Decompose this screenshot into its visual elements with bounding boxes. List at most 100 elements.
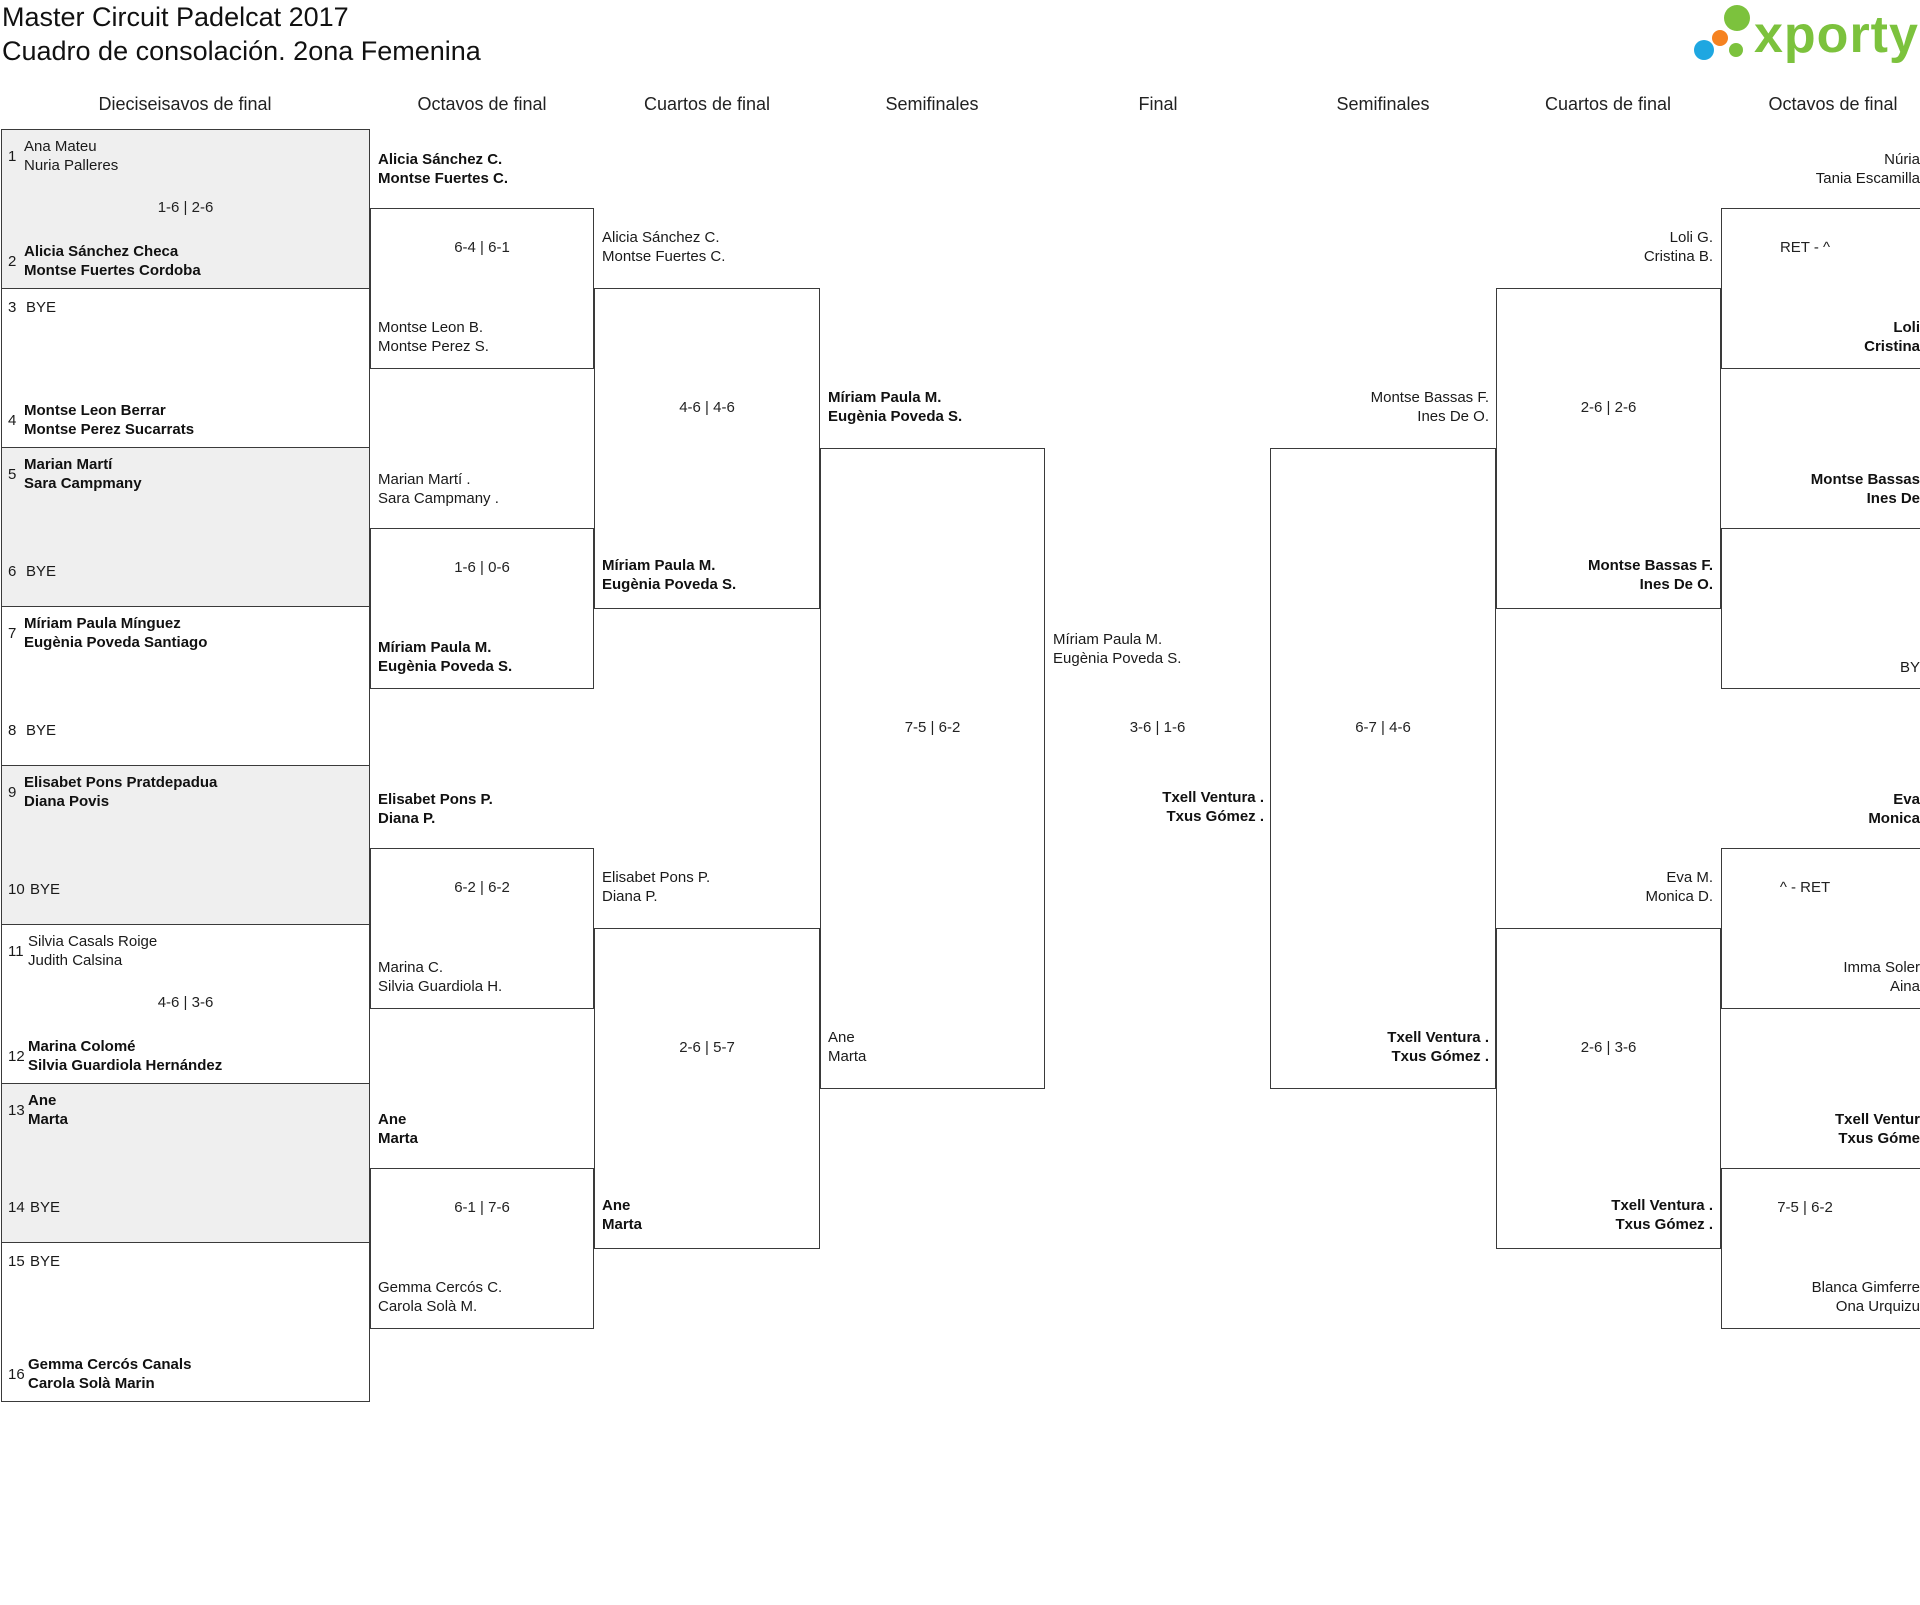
player-name: Tania Escamilla [1815, 170, 1920, 187]
seed-number: 8 [8, 722, 17, 739]
player-name: Sara Campmany [24, 475, 142, 492]
player-name: Ane [28, 1092, 57, 1109]
player-name: Ines De [1866, 490, 1920, 507]
match-box [1, 447, 370, 607]
player-name: Ines De O. [1417, 408, 1489, 425]
match-box [370, 208, 594, 369]
player-name: Montse Perez Sucarrats [24, 421, 195, 438]
player-name: Eugènia Poveda Santiago [24, 634, 208, 651]
player-name: Imma Soler [1843, 959, 1920, 976]
player-name: Loli [1893, 319, 1920, 336]
player-name: Montse Bassas [1810, 471, 1920, 488]
player-name: Ana Mateu [24, 138, 97, 155]
player-name: Eva M. [1666, 869, 1713, 886]
match-score: 4-6 | 3-6 [157, 994, 214, 1011]
match-box [370, 848, 594, 1009]
seed-number: 14 [8, 1199, 25, 1216]
match-box [594, 288, 820, 609]
player-name: Míriam Paula M. [1053, 631, 1163, 648]
logo-dot-orange [1712, 30, 1728, 46]
player-name: Ona Urquizu [1835, 1298, 1920, 1315]
player-name: Loli G. [1669, 229, 1713, 246]
match-score: 6-2 | 6-2 [454, 879, 510, 896]
player-name: Elisabet Pons P. [378, 791, 493, 808]
logo-dot-green [1724, 5, 1750, 31]
player-name: Carola Solà Marin [28, 1375, 155, 1392]
player-name: Eva [1893, 791, 1920, 808]
page-title: Master Circuit Padelcat 2017 [2, 2, 349, 32]
player-name: Monica D. [1645, 888, 1713, 905]
match-box [1496, 288, 1721, 609]
player-name: Elisabet Pons P. [602, 869, 711, 886]
round-header: Cuartos de final [643, 94, 771, 114]
player-name: BY [1899, 659, 1920, 676]
match-score: 6-7 | 4-6 [1355, 719, 1411, 736]
player-name: Cristina [1864, 338, 1920, 355]
bye-label: BYE [26, 722, 57, 739]
match-score: 4-6 | 4-6 [679, 399, 735, 416]
player-name: Montse Leon B. [378, 319, 484, 336]
player-name: Montse Fuertes Cordoba [24, 262, 201, 279]
player-name: Montse Perez S. [378, 338, 489, 355]
page-subtitle: Cuadro de consolación. 2ona Femenina [2, 36, 481, 66]
round-header: Semifinales [1336, 94, 1430, 114]
player-name: Cristina B. [1643, 248, 1713, 265]
player-name: Eugènia Poveda S. [378, 658, 513, 675]
player-name: Alicia Sánchez C. [602, 229, 720, 246]
player-name: Marta [602, 1216, 643, 1233]
match-box [594, 928, 820, 1249]
player-name: Diana P. [602, 888, 658, 905]
player-name: Marian Martí [24, 456, 113, 473]
bye-label: BYE [26, 299, 57, 316]
match-box [1, 1242, 370, 1402]
logo-dot-green-small [1729, 43, 1743, 57]
player-name: Míriam Paula M. [602, 557, 716, 574]
player-name: Diana P. [378, 810, 436, 827]
match-box [1721, 528, 1920, 689]
seed-number: 15 [8, 1253, 25, 1270]
match-score: 2-6 | 3-6 [1580, 1039, 1637, 1056]
player-name: Nuria Palleres [24, 157, 119, 174]
player-name: Txus Góme [1838, 1130, 1920, 1147]
match-score: 7-5 | 6-2 [904, 719, 961, 736]
seed-number: 9 [8, 784, 17, 801]
match-box [370, 528, 594, 689]
player-name: Míriam Paula Mínguez [24, 615, 181, 632]
seed-number: 11 [8, 943, 24, 960]
seed-number: 10 [8, 881, 25, 898]
round-header: Octavos de final [1768, 94, 1898, 114]
player-name: Gemma Cercós C. [378, 1279, 503, 1296]
player-name: Ane [602, 1197, 631, 1214]
match-box [1721, 208, 1920, 369]
bye-label: BYE [30, 1199, 61, 1216]
round-header: Octavos de final [417, 94, 547, 114]
player-name: Ines De O. [1639, 576, 1713, 593]
final-score: 3-6 | 1-6 [1129, 719, 1186, 736]
player-name: Txell Ventura . [1611, 1197, 1713, 1214]
round-header: Semifinales [885, 94, 979, 114]
player-name: Elisabet Pons Pratdepadua [24, 774, 218, 791]
seed-number: 16 [8, 1366, 25, 1383]
round-header: Dieciseisavos de final [98, 94, 272, 114]
logo-dot-blue [1694, 40, 1714, 60]
player-name: Txell Ventura . [1387, 1029, 1489, 1046]
player-name: Núria [1884, 151, 1920, 168]
round-header: Final [1138, 94, 1178, 114]
player-name: Montse Bassas F. [1587, 557, 1713, 574]
player-name: Alicia Sánchez Checa [24, 243, 179, 260]
match-box [370, 1168, 594, 1329]
match-score: 6-4 | 6-1 [454, 239, 510, 256]
player-name: Sara Campmany . [378, 490, 499, 507]
seed-number: 7 [8, 625, 17, 642]
player-name: Judith Calsina [28, 952, 123, 969]
player-name: Ane [378, 1111, 407, 1128]
xporty-logo: xporty [1692, 0, 1920, 70]
match-box [1496, 928, 1721, 1249]
bye-label: BYE [30, 1253, 61, 1270]
player-name: Marina C. [378, 959, 444, 976]
bye-label: BYE [26, 563, 57, 580]
player-name: Marta [828, 1048, 867, 1065]
seed-number: 1 [8, 148, 17, 165]
seed-number: 12 [8, 1048, 25, 1065]
player-name: Diana Povis [24, 793, 110, 810]
